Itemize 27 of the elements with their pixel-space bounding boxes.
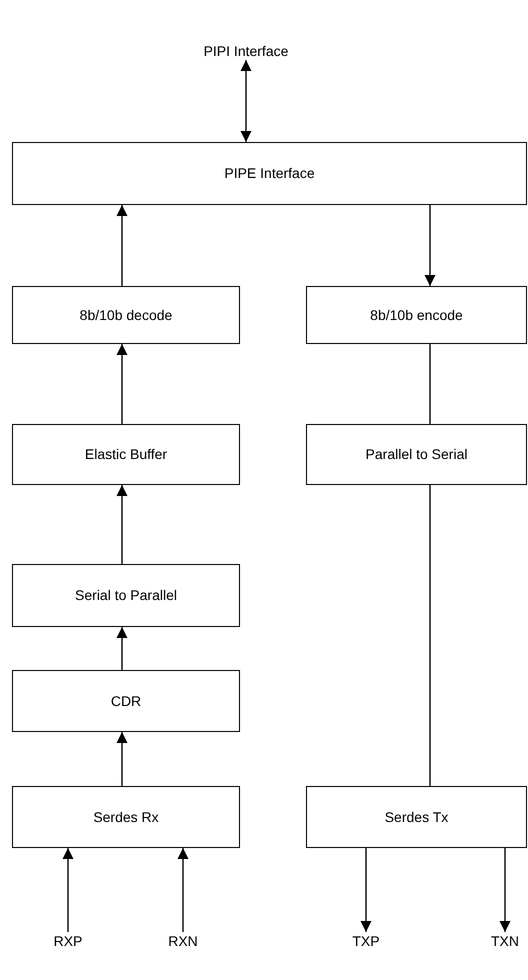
arrow (500, 848, 510, 932)
arrow (62, 848, 74, 932)
process-box: Elastic Buffer (12, 424, 240, 485)
signal-label: RXN (165, 932, 201, 950)
signal-label: PIPI Interface (196, 42, 296, 60)
arrow (116, 485, 128, 564)
signal-label: RXP (50, 932, 86, 950)
process-box: PIPE Interface (12, 142, 527, 205)
arrow (360, 848, 372, 932)
arrow (178, 848, 188, 932)
arrow (116, 627, 128, 670)
arrow (116, 205, 128, 286)
signal-label: TXP (348, 932, 384, 950)
arrow (424, 205, 436, 286)
arrow (116, 344, 128, 424)
process-box: Serdes Rx (12, 786, 240, 848)
connector-line (429, 485, 431, 786)
process-box: 8b/10b decode (12, 286, 240, 344)
process-box: 8b/10b encode (306, 286, 527, 344)
connector-line (429, 344, 431, 424)
arrow (116, 732, 128, 786)
process-box: Serdes Tx (306, 786, 527, 848)
process-box: CDR (12, 670, 240, 732)
process-box: Serial to Parallel (12, 564, 240, 627)
signal-label: TXN (487, 932, 523, 950)
process-box: Parallel to Serial (306, 424, 527, 485)
arrow (240, 60, 252, 142)
